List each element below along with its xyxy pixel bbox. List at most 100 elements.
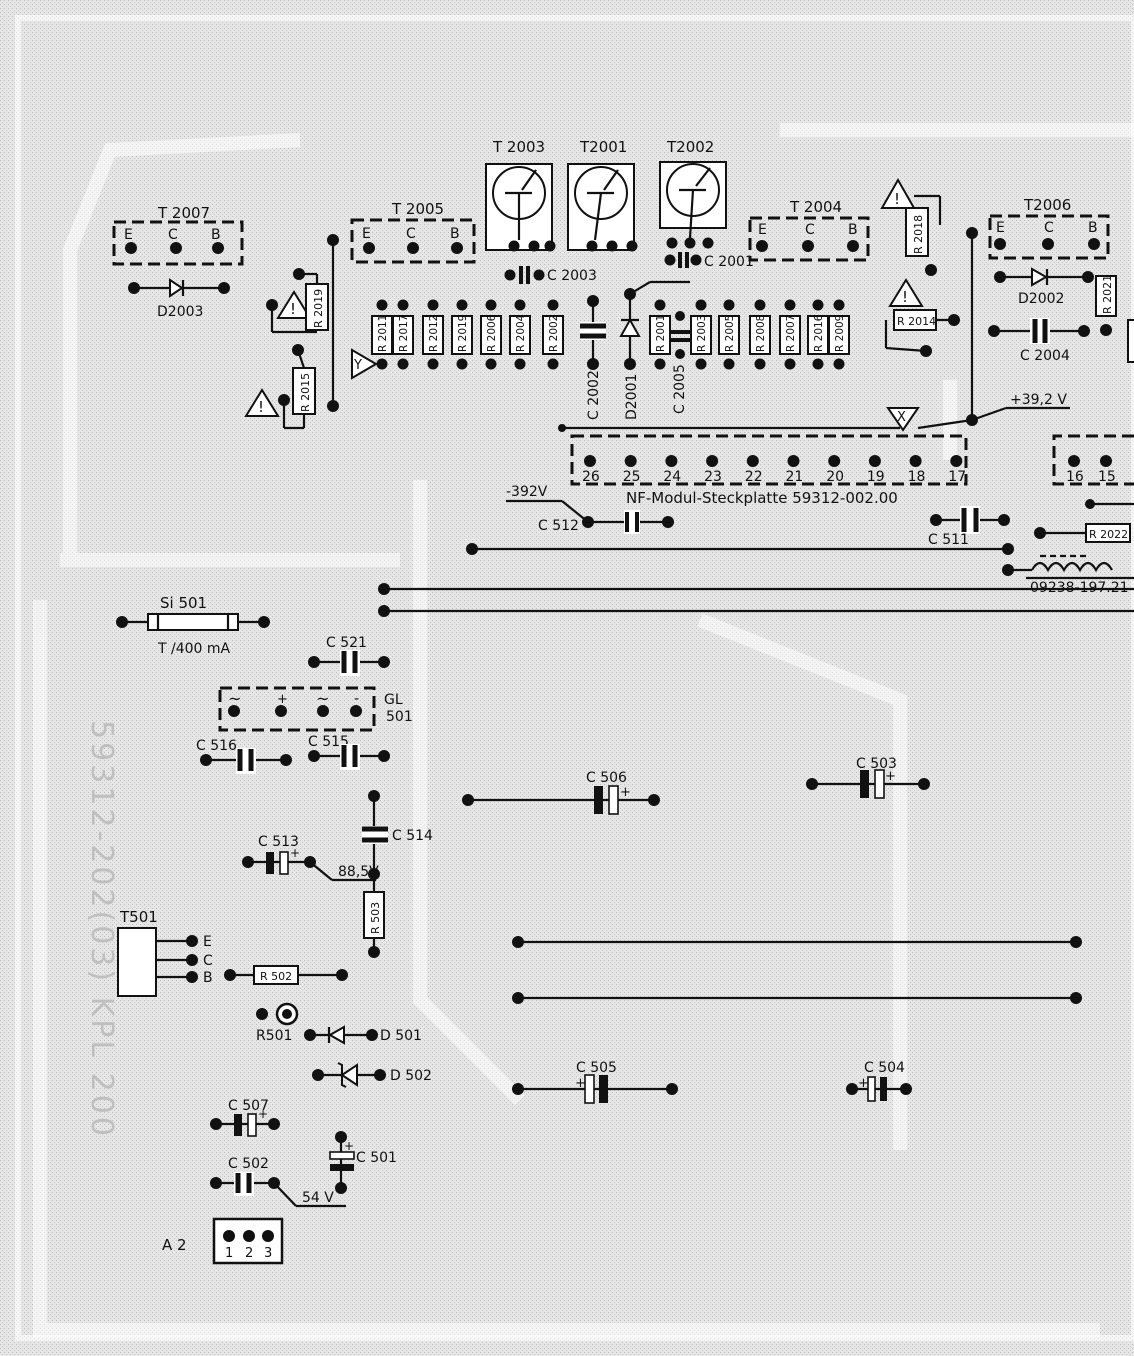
resistor-label: R 2005 [724,315,736,352]
svg-text:C 505: C 505 [576,1060,617,1076]
svg-text:1: 1 [225,1246,233,1261]
connector-pin [828,455,841,467]
svg-text:T 2003: T 2003 [492,138,545,156]
svg-text:D2003: D2003 [157,304,203,320]
svg-text:C 2002: C 2002 [586,370,602,420]
svg-text:T 2007: T 2007 [157,204,210,222]
capacitor-c506: C 506 + [462,770,660,815]
pad [512,992,524,1004]
marker-y: Y [351,348,378,380]
svg-text:C 504: C 504 [864,1060,905,1076]
connector-pin [950,455,963,467]
pad [512,936,524,948]
connector-pin-label: 16 [1066,469,1084,485]
resistor-vertical: R 2012 [422,299,444,370]
svg-text:R 2018: R 2018 [912,215,925,254]
resistor-label: R 2019 [457,315,469,352]
pad [327,400,339,412]
resistor-label: R 2003 [696,315,708,352]
connector-pin [1068,455,1080,467]
svg-text:!: ! [258,398,264,416]
resistor-label: R 2001 [655,315,667,352]
diode-d2003: D2003 [128,278,230,320]
resistor-vertical: R 2001 [649,299,671,370]
svg-text:D 502: D 502 [390,1068,432,1084]
pad [1002,543,1014,555]
transistor-t2006: T2006 E C B [988,196,1110,260]
pad [378,605,390,617]
svg-text:E: E [996,220,1005,236]
rectifier-gl501: ~ + ~ - GL 501 [218,686,413,732]
svg-text:C: C [203,953,213,969]
connector-pin-label: 26 [582,469,600,485]
resistor-label: R 2012 [428,315,440,352]
resistor-vertical: R 2008 [749,299,771,370]
svg-text:D2002: D2002 [1018,291,1064,307]
svg-text:C 2003: C 2003 [547,268,597,284]
capacitor-c502: C 502 [210,1156,280,1196]
svg-text:+: + [575,1076,586,1091]
svg-text:2: 2 [245,1246,253,1261]
connector-pin [1100,455,1112,467]
pcb-margin [15,15,1134,1341]
diode-d501: D 501 [304,1025,422,1045]
svg-text:T 2005: T 2005 [391,200,444,218]
svg-text:R 502: R 502 [260,970,292,983]
svg-text:+39,2 V: +39,2 V [1010,392,1067,408]
connector-pin-label: 17 [948,469,966,485]
svg-text:C 2005: C 2005 [672,364,688,414]
connector-pin [624,455,637,467]
svg-text:C 513: C 513 [258,834,299,850]
svg-text:B: B [211,227,221,243]
resistor-vertical: R 2017 [392,299,414,370]
svg-text:R501: R501 [256,1028,292,1044]
svg-text:D2001: D2001 [624,374,640,420]
connector-pin-label: 15 [1098,469,1116,485]
svg-text:-: - [354,691,359,707]
svg-text:C 512: C 512 [538,518,579,534]
pad [1070,992,1082,1004]
diode-d502: D 502 [312,1062,432,1088]
capacitor-c515: C 515 [308,734,390,770]
resistor-r2018: ! R 2018 [880,177,978,276]
svg-text:88,5V: 88,5V [338,864,379,880]
transistor-t2001: T2001 [567,138,638,252]
svg-text:C 502: C 502 [228,1156,269,1172]
connector-pin [746,455,759,467]
svg-text:3: 3 [264,1246,272,1261]
connector-pin [909,455,922,467]
svg-text:C 507: C 507 [228,1098,269,1114]
svg-text:B: B [450,226,460,242]
resistor-label: R 2004 [515,314,527,352]
resistor-label: R 2009 [834,315,846,352]
svg-text:B: B [1088,220,1098,236]
svg-text:R 2015: R 2015 [299,373,312,412]
resistor-label: R 2007 [785,315,797,352]
svg-text:Y: Y [353,358,362,373]
resistor-r502: R 502 [224,965,348,985]
resistor-r2014: ! R 2014 [884,278,960,357]
svg-text:C 506: C 506 [586,770,627,786]
capacitor-c507: C 507 + [210,1098,280,1137]
resistor-vertical: R 2004 [509,299,531,370]
svg-text:T2006: T2006 [1023,196,1071,214]
capacitor-c516: C 516 [196,738,292,774]
trimmer-r501: R501 [256,1002,299,1044]
svg-text:+: + [258,1107,268,1121]
capacitor-c2001: C 2001 [664,252,754,270]
connector-pin [584,455,596,467]
connector-pin [706,455,719,467]
wire [629,281,651,295]
svg-text:T2001: T2001 [579,138,627,156]
resistor-vertical: R 2005 [718,299,740,370]
svg-text:C: C [805,222,815,238]
svg-text:C 514: C 514 [392,828,433,844]
svg-text:+: + [885,769,896,784]
svg-text:!: ! [290,300,296,318]
pad [1070,936,1082,948]
svg-text:+: + [620,785,631,800]
svg-text:A 2: A 2 [162,1236,187,1254]
resistor-vertical: R 2009 [828,299,850,370]
